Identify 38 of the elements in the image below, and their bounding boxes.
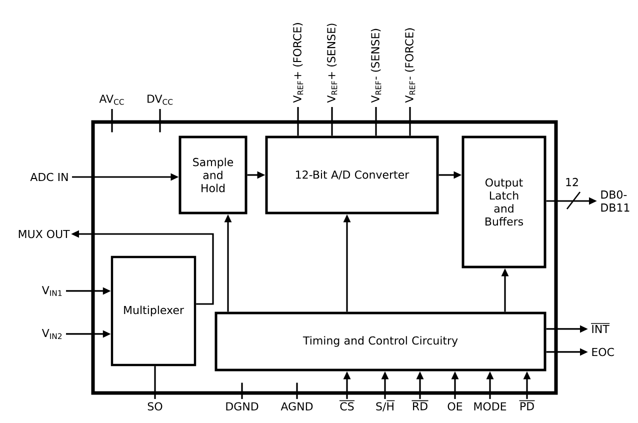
pin-label: AV$_{CC}$ xyxy=(99,94,124,105)
pin-line xyxy=(159,109,161,132)
pin-label: INT xyxy=(590,323,610,333)
pin-label: ADC IN xyxy=(30,172,68,182)
pin-line xyxy=(296,382,298,399)
pin-label: V$_{IN2}$ xyxy=(42,329,62,339)
pin-label: OE xyxy=(448,402,462,410)
chip-outline xyxy=(91,120,558,395)
pin-line xyxy=(154,366,156,399)
pin-line xyxy=(375,107,377,136)
pin-line xyxy=(297,107,299,136)
pin-label: V$_{REF}$+ (FORCE) xyxy=(292,23,304,103)
pin-label: PD xyxy=(518,400,536,410)
pin-label: AGND xyxy=(280,402,313,410)
pin-label: MODE xyxy=(474,402,506,410)
pin-label: MUX OUT xyxy=(18,230,70,238)
pin-label: CS xyxy=(339,400,355,410)
pin-label: V$_{REF}$+ (SENSE) xyxy=(326,24,338,103)
pin-line xyxy=(241,382,243,399)
pin-label: V$_{IN1}$ xyxy=(42,286,62,296)
pin-line xyxy=(111,109,113,132)
pin-label: EOC xyxy=(592,348,614,356)
pin-label: V$_{REF}$- (SENSE) xyxy=(370,28,382,103)
edge-label: 12 xyxy=(564,176,580,188)
pin-line xyxy=(409,107,411,136)
function-block: Sample and Hold xyxy=(178,136,248,214)
pin-label: S/H xyxy=(376,400,396,412)
pin-label: DGND xyxy=(226,402,258,410)
function-block: 12-Bit A/D Converter xyxy=(265,136,439,214)
pin-label: V$_{REF}$- (FORCE) xyxy=(404,28,416,103)
pin-label: RD xyxy=(411,400,429,410)
pin-label: DV$_{CC}$ xyxy=(148,94,173,105)
pin-label: DB0- DB11 xyxy=(601,190,630,212)
function-block: Output Latch and Buffers xyxy=(462,136,546,268)
pin-line xyxy=(331,107,333,136)
function-block: Timing and Control Circuitry xyxy=(214,312,546,372)
function-block: Multiplexer xyxy=(110,256,196,366)
pin-label: SO xyxy=(148,402,162,410)
